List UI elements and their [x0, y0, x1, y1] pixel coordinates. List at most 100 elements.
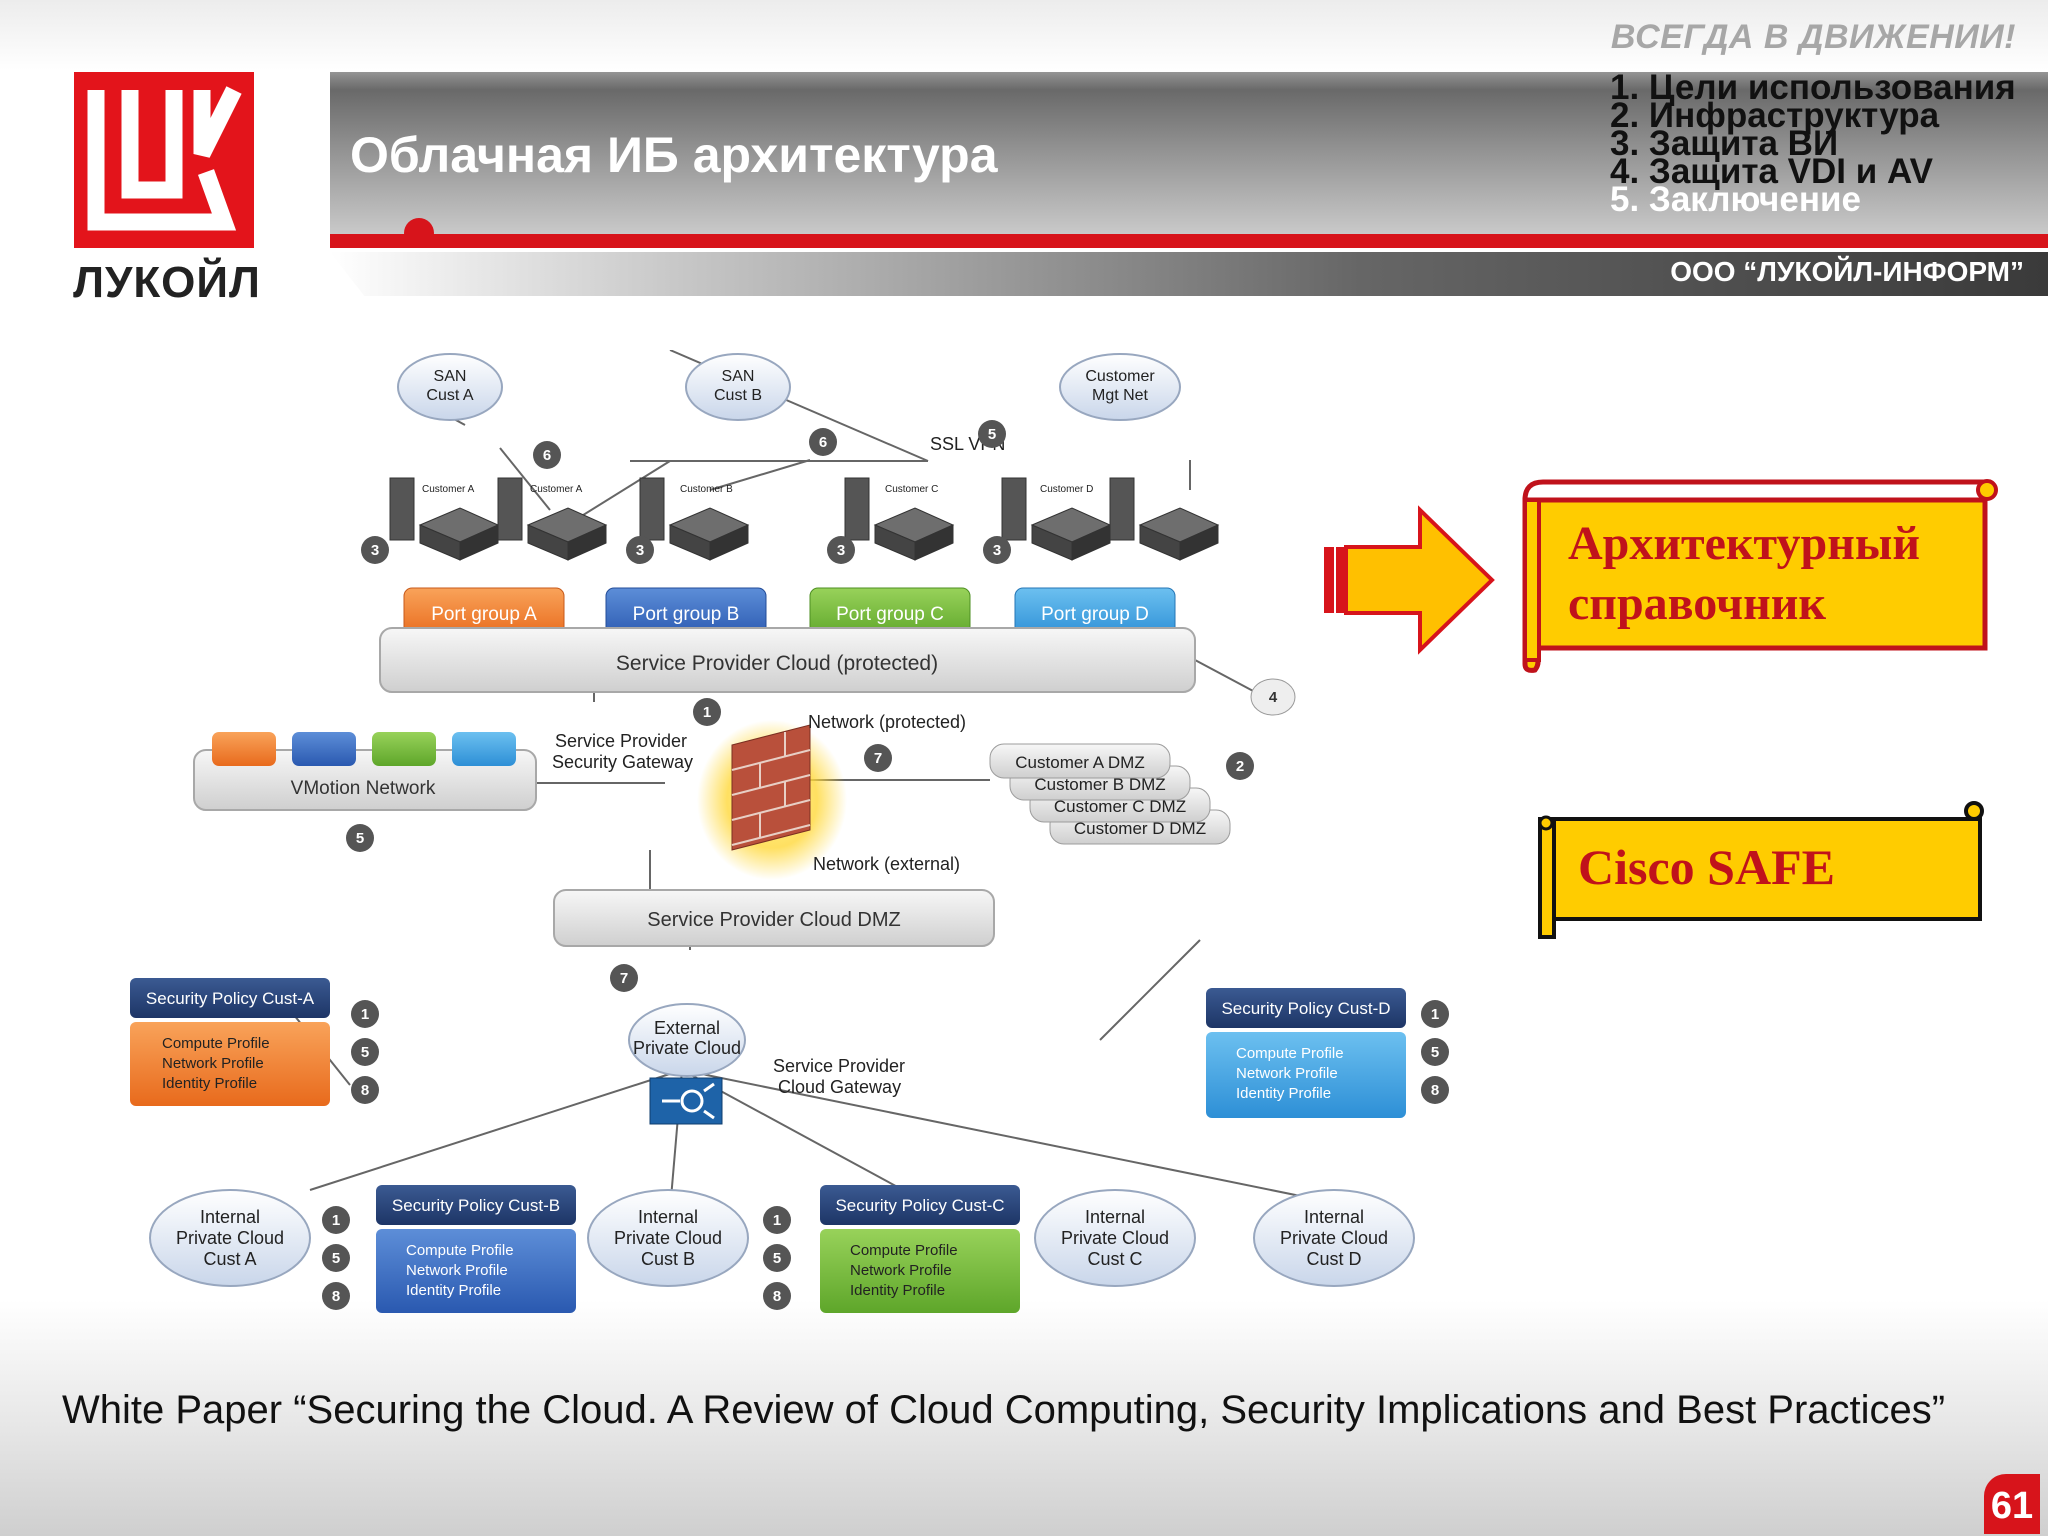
customer-label: Customer A	[530, 484, 583, 495]
internal-cloud-cust-c: Internal Private Cloud Cust C	[1034, 1189, 1196, 1287]
badge: 6	[533, 441, 561, 469]
badge: 7	[610, 964, 638, 992]
agenda-list: 1. Цели использования 2. Инфраструктура …	[1610, 68, 2040, 217]
badge: 8	[322, 1282, 350, 1310]
badge: 3	[361, 536, 389, 564]
agenda-item: 1. Цели использования	[1610, 68, 2016, 107]
svg-text:3: 3	[837, 542, 845, 559]
internal-cloud-cust-d: Internal Private Cloud Cust D	[1253, 1189, 1415, 1287]
badge: 5	[978, 420, 1006, 448]
cloud-label: Mgt Net	[1092, 387, 1149, 404]
policy-line: Compute Profile	[850, 1242, 958, 1259]
svg-text:2: 2	[1236, 758, 1244, 775]
cloud-label: Internal	[1085, 1207, 1145, 1227]
security-policy-cust-b: Security Policy Cust-B Compute Profile N…	[376, 1185, 576, 1313]
cloud-label: Cust B	[714, 387, 762, 404]
right-arrow-icon	[1324, 505, 1495, 655]
badge: 5	[763, 1244, 791, 1272]
svg-text:3: 3	[636, 542, 644, 559]
cloud-label: SAN	[434, 368, 467, 385]
vmotion-network: VMotion Network	[193, 732, 537, 811]
logo-wordmark: ЛУКОЙЛ	[73, 258, 261, 307]
badge: 8	[763, 1282, 791, 1310]
sp-cloud-dmz-bar	[553, 889, 995, 947]
customer-label: Customer A	[422, 484, 475, 495]
cloud-security-diagram: SAN Cust A SAN Cust B Customer Mgt Net S…	[130, 350, 1449, 1313]
agenda-item: 4. Защита VDI и AV	[1610, 152, 1934, 191]
badge: 7	[864, 744, 892, 772]
header-red-dot	[404, 218, 434, 248]
svg-text:4: 4	[1269, 689, 1278, 706]
badge: 4	[1250, 678, 1296, 716]
badge: 1	[322, 1206, 350, 1234]
svg-text:3: 3	[993, 542, 1001, 559]
svg-text:1: 1	[703, 704, 711, 721]
svg-text:5: 5	[773, 1250, 781, 1267]
badge: 8	[351, 1076, 379, 1104]
dmz-label: Customer C DMZ	[1054, 797, 1186, 816]
cloud-label: External	[654, 1018, 720, 1038]
server-c	[844, 477, 955, 561]
policy-line: Compute Profile	[406, 1242, 514, 1259]
svg-text:6: 6	[543, 447, 551, 464]
top-background	[0, 0, 2048, 70]
header-grey-band	[330, 252, 2048, 296]
svg-text:5: 5	[356, 830, 364, 847]
dmz-label: Customer B DMZ	[1034, 775, 1165, 794]
arch-reference-line2: справочник	[1568, 577, 1827, 630]
port-group-label: Port group A	[431, 604, 537, 625]
agenda-item: 3. Защита ВИ	[1610, 124, 1839, 163]
policy-line: Identity Profile	[850, 1282, 945, 1299]
security-policy-cust-c: Security Policy Cust-C Compute Profile N…	[820, 1185, 1020, 1313]
sp-cloud-protected-bar	[379, 627, 1196, 693]
svg-text:8: 8	[1431, 1082, 1439, 1099]
cloud-customer-mgt-net: Customer Mgt Net	[1059, 353, 1181, 421]
server-a1	[389, 477, 500, 561]
badge: 6	[809, 428, 837, 456]
cloud-san-cust-a: SAN Cust A	[397, 353, 503, 421]
svg-text:8: 8	[332, 1288, 340, 1305]
svg-text:5: 5	[1431, 1044, 1439, 1061]
numbered-badges: 6 6 5 3 3 3 3 4 1 7 2 5 7 1 5 8 1 5 8 1 …	[322, 420, 1449, 1310]
badge: 1	[1421, 1000, 1449, 1028]
badge: 3	[827, 536, 855, 564]
badge: 1	[351, 1000, 379, 1028]
policy-title: Security Policy Cust-D	[1221, 999, 1390, 1018]
arch-reference-scroll[interactable]	[1515, 474, 2005, 674]
port-groups: Port group A Port group B Port group C P…	[403, 587, 1176, 639]
policy-line: Network Profile	[162, 1055, 264, 1072]
port-group-label: Port group D	[1041, 604, 1149, 625]
badge: 5	[322, 1244, 350, 1272]
customer-label: Customer B	[680, 484, 733, 495]
cloud-label: Internal	[1304, 1207, 1364, 1227]
sp-cloud-protected-label: Service Provider Cloud (protected)	[616, 652, 938, 675]
network-external-label: Network (external)	[813, 854, 960, 874]
server-a2	[497, 477, 608, 561]
policy-line: Compute Profile	[162, 1035, 270, 1052]
lukoil-logo-mark	[87, 86, 242, 231]
badge: 5	[346, 824, 374, 852]
customer-label: Customer D	[1040, 484, 1093, 495]
cloud-label: Cust A	[426, 387, 473, 404]
internal-cloud-cust-a: Internal Private Cloud Cust A	[149, 1189, 311, 1287]
sp-security-gateway-label: Service Provider	[555, 731, 687, 751]
svg-text:7: 7	[874, 750, 882, 767]
cloud-label: Internal	[638, 1207, 698, 1227]
cloud-label: Private Cloud	[614, 1228, 722, 1248]
badge: 3	[626, 536, 654, 564]
svg-text:5: 5	[988, 426, 996, 443]
external-private-cloud: External Private Cloud	[628, 1003, 746, 1077]
company-name: ООО “ЛУКОЙЛ-ИНФОРМ”	[1670, 256, 2024, 287]
cisco-safe-scroll[interactable]	[1532, 797, 1992, 943]
cloud-label: Cust B	[641, 1249, 695, 1269]
badge: 5	[351, 1038, 379, 1066]
cloud-san-cust-b: SAN Cust B	[685, 353, 791, 421]
badge: 1	[693, 698, 721, 726]
dmz-label: Customer D DMZ	[1074, 819, 1206, 838]
agenda-item: 2. Инфраструктура	[1610, 96, 1940, 135]
cloud-label: Cust C	[1087, 1249, 1142, 1269]
svg-text:1: 1	[773, 1212, 781, 1229]
badge: 3	[983, 536, 1011, 564]
cloud-label: Cust D	[1306, 1249, 1361, 1269]
cloud-label: Private Cloud	[1061, 1228, 1169, 1248]
